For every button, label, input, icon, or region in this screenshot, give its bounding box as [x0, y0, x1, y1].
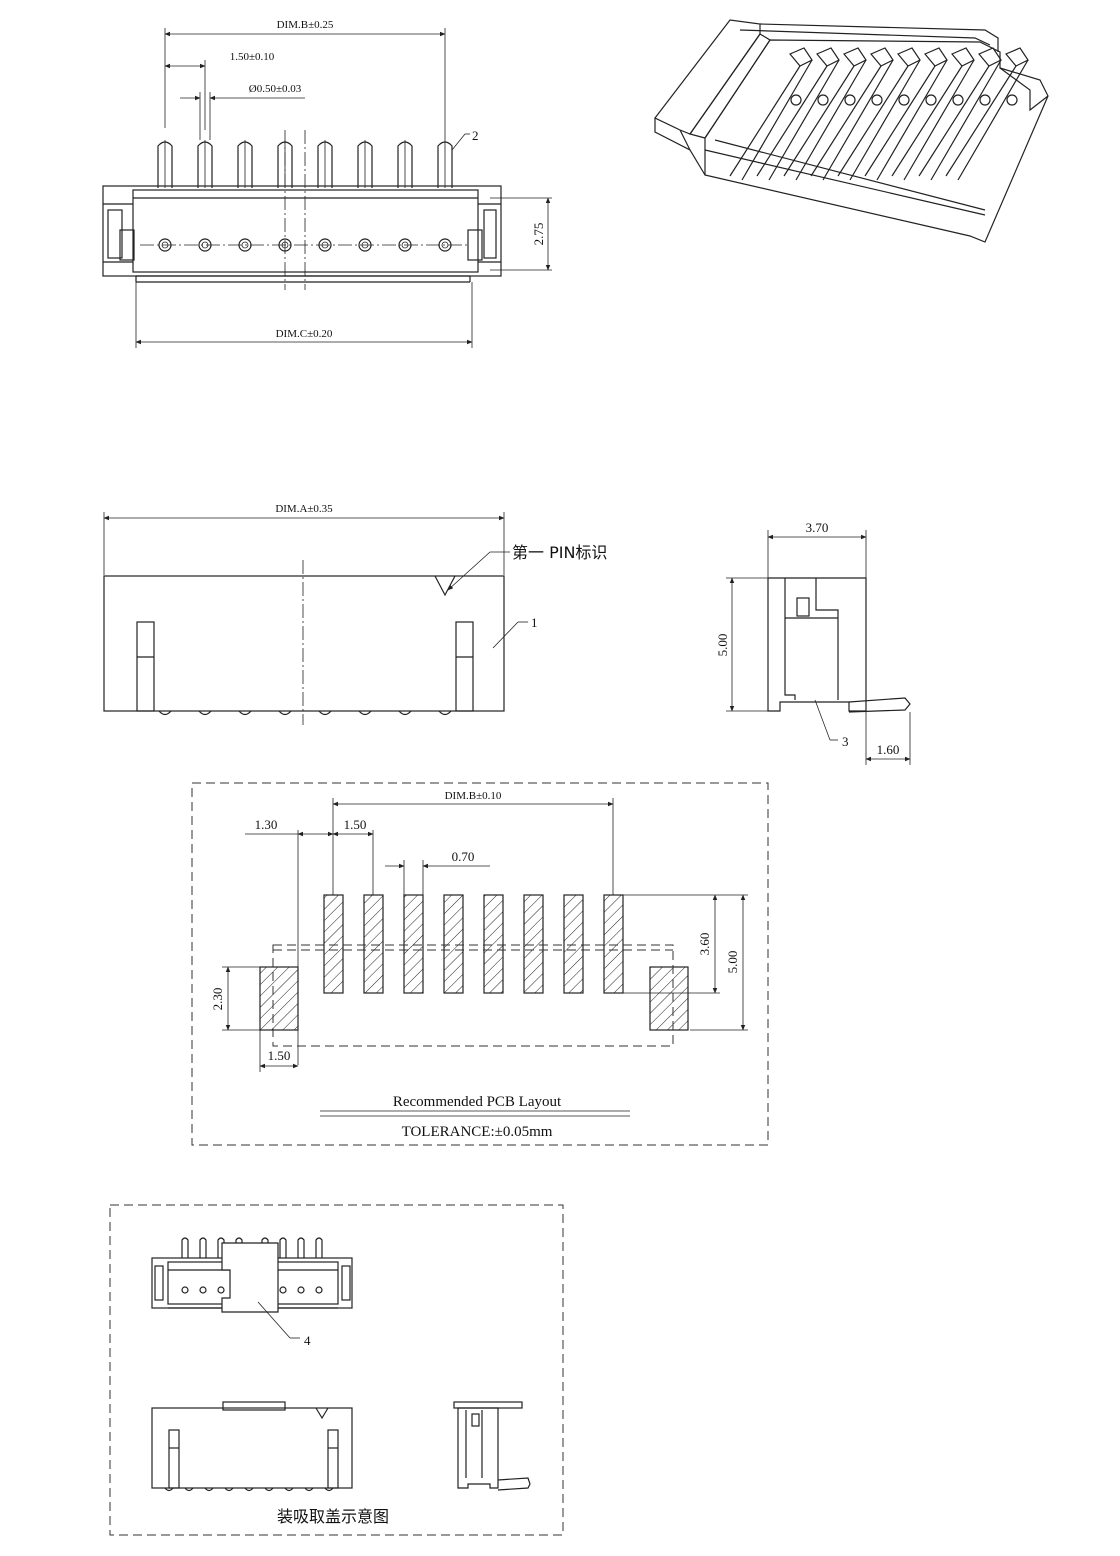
pcb-pad	[483, 894, 504, 994]
pcb-pad	[363, 894, 384, 994]
cap-pin	[199, 1237, 207, 1258]
pcb-pad-width-label: 0.70	[452, 849, 475, 864]
cap-pin	[181, 1237, 189, 1258]
pcb-pad	[563, 894, 584, 994]
pin1-mark-label: 第一 PIN标识	[512, 543, 607, 562]
pick-cap-diagram: 4 装吸取盖示意图	[109, 1204, 564, 1536]
cap-pin	[297, 1237, 305, 1258]
isometric-view	[654, 19, 1049, 243]
front-pin-foot	[318, 710, 332, 716]
front-pin-foot	[438, 710, 452, 716]
top-pitch-label: 1.50±0.10	[230, 51, 275, 63]
side-tail-label: 1.60	[877, 742, 900, 757]
top-view: DIM.B±0.25 1.50±0.10 Ø0.50±0.03 2	[102, 19, 552, 348]
pcb-layout: DIM.B±0.10 1.30 1.50 0.70 3.60 5.00 2.30	[191, 782, 769, 1146]
cap-pin	[279, 1237, 287, 1258]
side-view: 3.70 5.00 1.60 3	[715, 520, 911, 765]
pcb-pad	[523, 894, 544, 994]
cap-pin	[261, 1237, 269, 1258]
front-pin-foot	[358, 710, 372, 716]
top-pin-hole	[318, 238, 332, 252]
pcb-pad	[603, 894, 624, 994]
pick-cap-caption: 装吸取盖示意图	[277, 1507, 389, 1526]
pcb-side-pad-width-label: 1.50	[268, 1048, 291, 1063]
pcb-tolerance: TOLERANCE:±0.05mm	[402, 1124, 553, 1140]
top-pin-hole	[438, 238, 452, 252]
top-callout-2: 2	[472, 128, 479, 143]
cap-pin	[315, 1237, 323, 1258]
cap-callout-4: 4	[304, 1333, 311, 1348]
top-dim-b-label: DIM.B±0.25	[277, 19, 334, 31]
front-callout-1: 1	[531, 615, 538, 630]
cap-pin	[217, 1237, 225, 1258]
front-pin-foot	[238, 710, 252, 716]
pcb-dim-b-label: DIM.B±0.10	[445, 790, 502, 802]
top-dim-c-label: DIM.C±0.20	[276, 328, 333, 340]
top-pin-dia-label: Ø0.50±0.03	[249, 83, 302, 95]
top-pin-hole	[238, 238, 252, 252]
pcb-pad	[323, 894, 344, 994]
pcb-pitch-label: 1.50	[344, 817, 367, 832]
front-pin-foot	[158, 710, 172, 716]
side-height-label: 5.00	[715, 634, 730, 657]
top-pin-hole	[198, 238, 212, 252]
pcb-side-pad-height-label: 2.30	[210, 988, 225, 1011]
pcb-pad	[443, 894, 464, 994]
top-pin-hole	[358, 238, 372, 252]
top-pin-hole	[398, 238, 412, 252]
top-pin-hole	[158, 238, 172, 252]
pcb-side-pad-right	[649, 966, 689, 1031]
side-width-label: 3.70	[806, 520, 829, 535]
front-pin-foot	[278, 710, 292, 716]
cap-pin	[235, 1237, 243, 1258]
pcb-layout-title: Recommended PCB Layout	[393, 1094, 562, 1110]
pcb-pad	[403, 894, 424, 994]
pcb-pad-height-label: 3.60	[697, 933, 712, 956]
pcb-edge-label: 1.30	[255, 817, 278, 832]
pcb-side-pad-left	[259, 966, 299, 1031]
front-pin-foot	[398, 710, 412, 716]
top-pin-hole	[278, 238, 292, 252]
side-callout-3: 3	[842, 734, 849, 749]
front-dim-a-label: DIM.A±0.35	[275, 503, 333, 515]
top-height-label: 2.75	[531, 223, 546, 246]
front-pin-foot	[198, 710, 212, 716]
front-view: DIM.A±0.35 第一 PIN标识 1	[103, 503, 607, 725]
pcb-total-height-label: 5.00	[725, 951, 740, 974]
